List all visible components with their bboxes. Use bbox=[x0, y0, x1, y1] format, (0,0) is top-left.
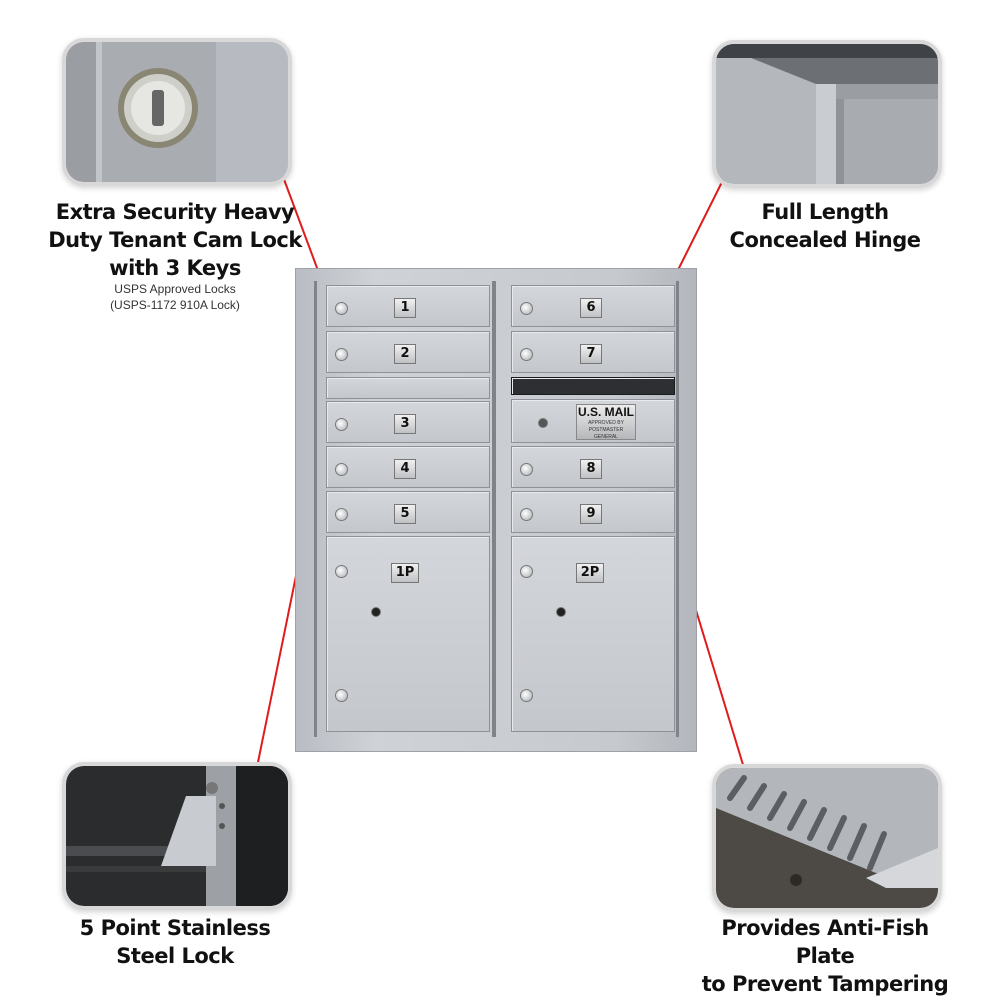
cam-lock-icon bbox=[335, 418, 348, 431]
cam-lock-icon bbox=[335, 565, 348, 578]
left-frame-trim bbox=[314, 281, 317, 737]
hinge-caption-line-2: Concealed Hinge bbox=[729, 228, 921, 252]
tenant-door-5[interactable]: 5 bbox=[326, 491, 490, 533]
cam-lock-caption: Extra Security Heavy Duty Tenant Cam Loc… bbox=[40, 198, 310, 282]
cam-lock-icon bbox=[335, 302, 348, 315]
cam-lock-icon bbox=[520, 508, 533, 521]
door-number: 1 bbox=[394, 298, 416, 318]
door-number: 5 bbox=[394, 504, 416, 524]
anti-fish-caption-line-1: Provides Anti-Fish Plate bbox=[721, 916, 929, 968]
parcel-number: 1P bbox=[391, 563, 419, 583]
hinge-pin-icon bbox=[335, 689, 348, 702]
steel-lock-thumbnail bbox=[62, 762, 292, 910]
us-mail-small-print-1: APPROVED BY bbox=[588, 420, 624, 426]
anti-fish-caption-line-2: to Prevent Tampering bbox=[701, 972, 949, 996]
hinge-caption-line-1: Full Length bbox=[761, 200, 889, 224]
hinge-pin-icon bbox=[520, 689, 533, 702]
tenant-door-2[interactable]: 2 bbox=[326, 331, 490, 373]
cam-lock-subcaption: USPS Approved Locks (USPS-1172 910A Lock… bbox=[90, 281, 260, 313]
door-number: 7 bbox=[580, 344, 602, 364]
tenant-door-4[interactable]: 4 bbox=[326, 446, 490, 488]
door-number: 9 bbox=[580, 504, 602, 524]
tenant-door-9[interactable]: 9 bbox=[511, 491, 675, 533]
door-number: 3 bbox=[394, 414, 416, 434]
steel-lock-caption: 5 Point Stainless Steel Lock bbox=[50, 914, 300, 970]
parcel-door-2p[interactable]: 2P bbox=[511, 536, 675, 732]
cam-lock-subcaption-line-1: USPS Approved Locks bbox=[114, 282, 236, 296]
us-mail-small-print-2: POSTMASTER GENERAL bbox=[588, 427, 624, 440]
anti-fish-thumbnail bbox=[712, 764, 942, 912]
right-frame-trim bbox=[676, 281, 679, 737]
cam-lock-icon bbox=[335, 348, 348, 361]
cam-lock-thumbnail bbox=[62, 38, 292, 186]
hinge-thumbnail bbox=[712, 40, 942, 188]
outgoing-mail-slot[interactable] bbox=[511, 377, 675, 395]
cam-lock-icon bbox=[335, 463, 348, 476]
door-number: 8 bbox=[580, 459, 602, 479]
cam-lock-icon bbox=[520, 565, 533, 578]
hinge-caption: Full Length Concealed Hinge bbox=[720, 198, 930, 254]
blank-filler-panel bbox=[326, 377, 490, 399]
cam-lock-caption-line-3: with 3 Keys bbox=[109, 256, 241, 280]
tenant-door-1[interactable]: 1 bbox=[326, 285, 490, 327]
cam-lock-subcaption-line-2: (USPS-1172 910A Lock) bbox=[110, 298, 240, 312]
cam-lock-icon bbox=[520, 302, 533, 315]
tenant-door-6[interactable]: 6 bbox=[511, 285, 675, 327]
steel-lock-caption-line-2: Steel Lock bbox=[116, 944, 234, 968]
anti-fish-caption: Provides Anti-Fish Plate to Prevent Tamp… bbox=[700, 914, 950, 998]
mailbox-unit: 1 2 3 4 5 1P 6 7 U.S. MAIL APPROVED BY P… bbox=[295, 268, 697, 752]
cam-lock-icon bbox=[520, 463, 533, 476]
door-number: 2 bbox=[394, 344, 416, 364]
parcel-door-1p[interactable]: 1P bbox=[326, 536, 490, 732]
cam-lock-icon bbox=[335, 508, 348, 521]
steel-lock-caption-line-1: 5 Point Stainless bbox=[79, 916, 271, 940]
cam-lock-icon bbox=[520, 348, 533, 361]
master-lock-icon bbox=[538, 418, 548, 428]
cam-lock-caption-line-1: Extra Security Heavy bbox=[55, 200, 295, 224]
master-lock-icon bbox=[556, 607, 566, 617]
us-mail-label: U.S. MAIL bbox=[578, 405, 634, 419]
tenant-door-7[interactable]: 7 bbox=[511, 331, 675, 373]
center-divider bbox=[492, 281, 496, 737]
door-number: 4 bbox=[394, 459, 416, 479]
tenant-door-8[interactable]: 8 bbox=[511, 446, 675, 488]
door-number: 6 bbox=[580, 298, 602, 318]
outgoing-mail-panel: U.S. MAIL APPROVED BY POSTMASTER GENERAL bbox=[511, 399, 675, 443]
us-mail-plate: U.S. MAIL APPROVED BY POSTMASTER GENERAL bbox=[576, 404, 636, 440]
parcel-number: 2P bbox=[576, 563, 604, 583]
cam-lock-caption-line-2: Duty Tenant Cam Lock bbox=[48, 228, 302, 252]
master-lock-icon bbox=[371, 607, 381, 617]
tenant-door-3[interactable]: 3 bbox=[326, 401, 490, 443]
